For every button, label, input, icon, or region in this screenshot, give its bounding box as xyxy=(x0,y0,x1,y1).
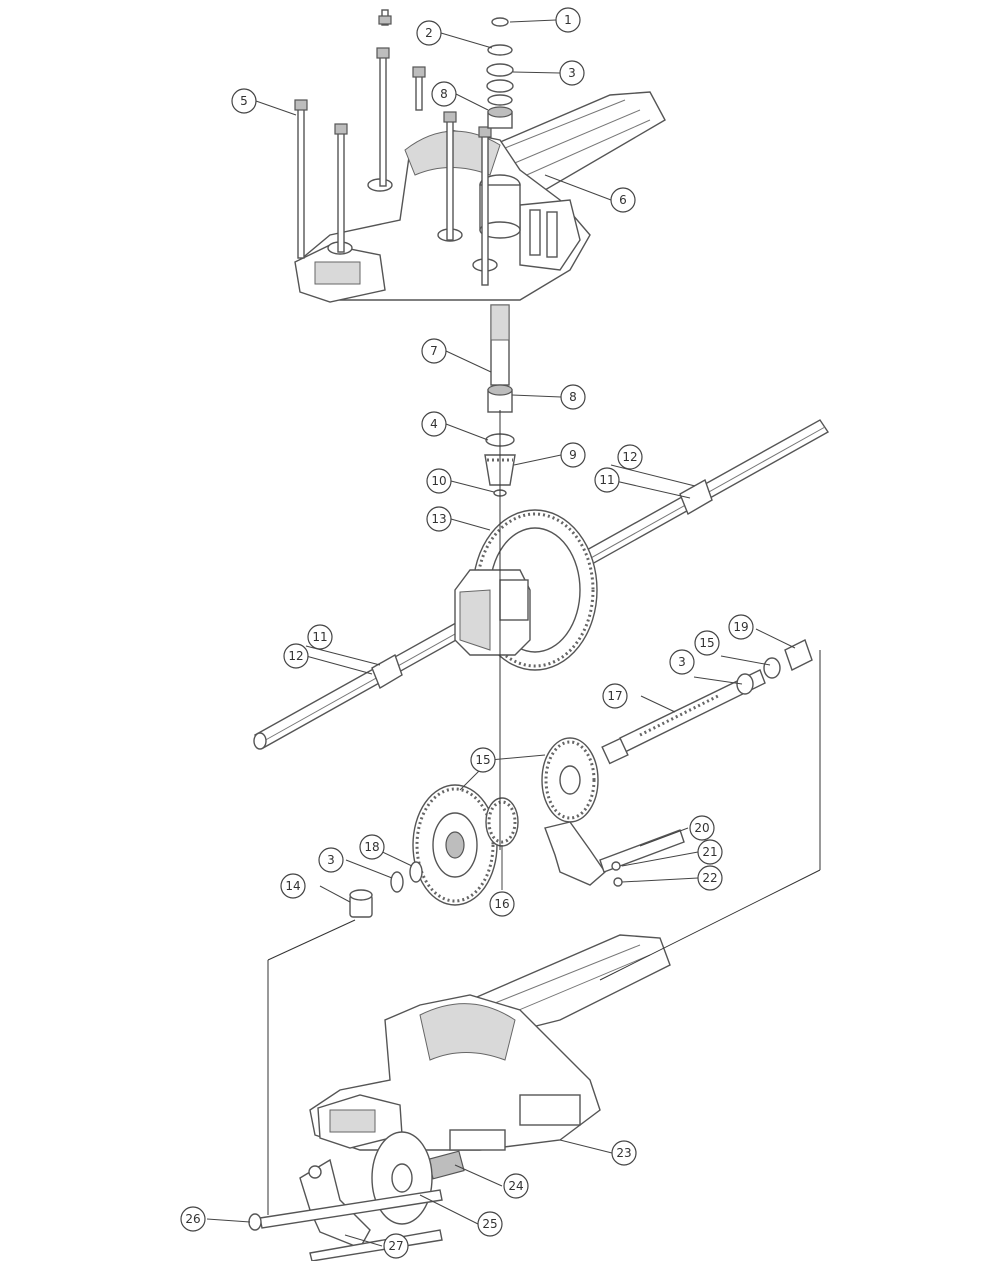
callout-15-right: 15 xyxy=(694,630,720,656)
callout-12-left: 12 xyxy=(283,643,309,669)
callout-26: 26 xyxy=(180,1206,206,1232)
callout-3-left: 3 xyxy=(318,847,344,873)
callout-16-label: 16 xyxy=(494,897,509,911)
callout-6: 6 xyxy=(610,187,636,213)
callout-10-label: 10 xyxy=(431,474,446,488)
callout-1: 1 xyxy=(555,7,581,33)
callout-23-label: 23 xyxy=(616,1146,631,1160)
callout-16: 16 xyxy=(489,891,515,917)
callout-12-left-label: 12 xyxy=(288,649,303,663)
callout-23: 23 xyxy=(611,1140,637,1166)
callout-11-right: 11 xyxy=(594,467,620,493)
callout-13: 13 xyxy=(426,506,452,532)
lower-housing xyxy=(309,934,671,1151)
countershaft-group xyxy=(349,639,813,918)
callout-18: 18 xyxy=(359,834,385,860)
callout-26-label: 26 xyxy=(185,1212,200,1226)
callout-11-right-label: 11 xyxy=(599,473,614,487)
callout-18-label: 18 xyxy=(364,840,379,854)
callout-5-label: 5 xyxy=(240,94,248,108)
callout-14-label: 14 xyxy=(285,879,300,893)
callout-27-label: 27 xyxy=(388,1239,403,1253)
callout-8-mid: 8 xyxy=(560,384,586,410)
callout-14: 14 xyxy=(280,873,306,899)
callout-7: 7 xyxy=(421,338,447,364)
callout-20: 20 xyxy=(689,815,715,841)
callout-11-left-label: 11 xyxy=(312,630,327,644)
callout-17: 17 xyxy=(602,683,628,709)
callout-21-label: 21 xyxy=(702,845,717,859)
callout-24: 24 xyxy=(503,1173,529,1199)
callout-8-top: 8 xyxy=(431,81,457,107)
callout-5: 5 xyxy=(231,88,257,114)
callout-22: 22 xyxy=(697,865,723,891)
callout-15-center-label: 15 xyxy=(475,753,490,767)
housing-bolts xyxy=(294,9,492,286)
callout-13-label: 13 xyxy=(431,512,446,526)
callout-3-top-label: 3 xyxy=(568,66,576,80)
callout-3-right-label: 3 xyxy=(678,655,686,669)
callout-4: 4 xyxy=(421,411,447,437)
callout-3-right: 3 xyxy=(669,649,695,675)
axle-assembly xyxy=(253,419,830,750)
callout-2: 2 xyxy=(416,20,442,46)
callout-7-label: 7 xyxy=(430,344,438,358)
callout-8-top-label: 8 xyxy=(440,87,448,101)
callout-11-left: 11 xyxy=(307,624,333,650)
callout-8-mid-label: 8 xyxy=(569,390,577,404)
callout-6-label: 6 xyxy=(619,193,627,207)
assembly-lines xyxy=(267,410,821,1215)
callout-19: 19 xyxy=(728,614,754,640)
callout-22-label: 22 xyxy=(702,871,717,885)
callout-9: 9 xyxy=(560,442,586,468)
callout-25: 25 xyxy=(477,1211,503,1237)
brake-parts xyxy=(248,1131,465,1261)
callout-24-label: 24 xyxy=(508,1179,523,1193)
callout-21: 21 xyxy=(697,839,723,865)
callout-15-right-label: 15 xyxy=(699,636,714,650)
callout-19-label: 19 xyxy=(733,620,748,634)
callout-17-label: 17 xyxy=(607,689,622,703)
callout-9-label: 9 xyxy=(569,448,577,462)
callout-2-label: 2 xyxy=(425,26,433,40)
callout-12-right: 12 xyxy=(617,444,643,470)
callout-25-label: 25 xyxy=(482,1217,497,1231)
leader-lines xyxy=(206,19,796,1247)
callout-3-left-label: 3 xyxy=(327,853,335,867)
callout-15-center: 15 xyxy=(470,747,496,773)
callout-20-label: 20 xyxy=(694,821,709,835)
callout-27: 27 xyxy=(383,1233,409,1259)
input-shaft-stack xyxy=(486,17,514,129)
callout-4-label: 4 xyxy=(430,417,438,431)
callout-1-label: 1 xyxy=(564,13,572,27)
callout-10: 10 xyxy=(426,468,452,494)
callout-3-top: 3 xyxy=(559,60,585,86)
callout-12-right-label: 12 xyxy=(622,450,637,464)
upper-housing xyxy=(294,91,666,303)
